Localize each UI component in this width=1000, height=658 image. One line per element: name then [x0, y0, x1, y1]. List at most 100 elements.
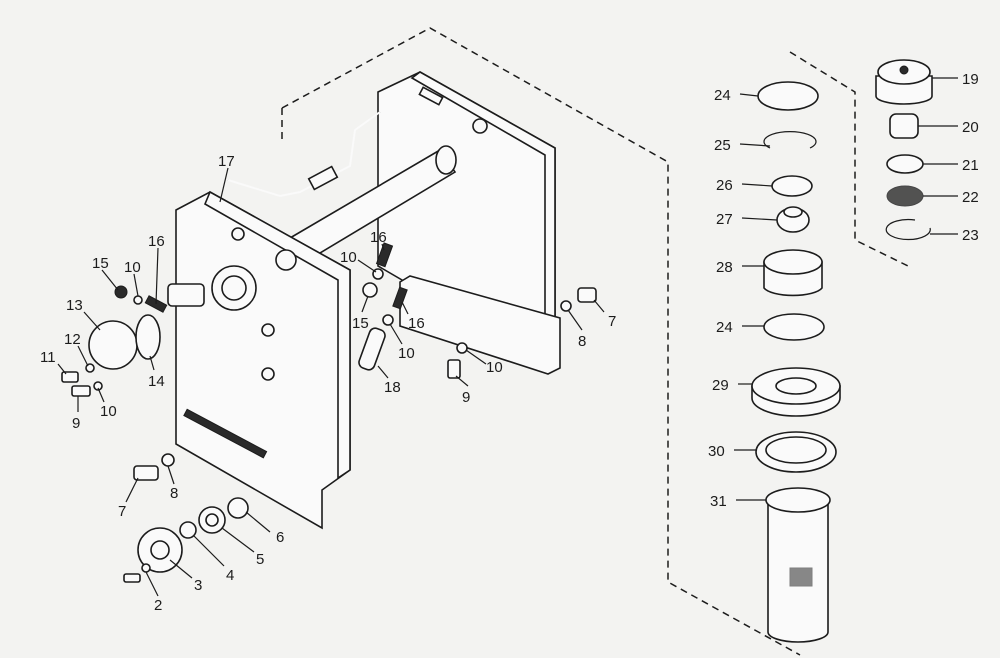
assembly-boundary-main: [281, 27, 801, 656]
leader-16-b: [381, 243, 385, 251]
callout-16-c: 16: [408, 315, 425, 332]
callout-14: 14: [148, 373, 165, 390]
cap-19: [875, 75, 933, 105]
sleeve-31-top: [765, 487, 831, 513]
callout-9-a: 9: [72, 415, 80, 432]
callout-15-a: 15: [92, 255, 109, 272]
stud-16-c: [392, 286, 408, 310]
seal-6: [227, 497, 249, 519]
callout-24-a: 24: [714, 87, 731, 104]
leader-8-b: [567, 309, 583, 331]
callout-10-c: 10: [340, 249, 357, 266]
middle-parts: [358, 242, 597, 379]
cylinder-stack: [751, 81, 841, 643]
washer-10-d: [382, 314, 394, 326]
washer-10-b: [93, 381, 103, 391]
bearing-boss-bore: [221, 275, 247, 301]
leader-15-b: [361, 295, 369, 313]
plug-11: [61, 371, 79, 383]
screen-22: [886, 185, 924, 207]
leader-5: [221, 527, 255, 553]
seal-30-inner: [765, 436, 827, 464]
leader-lines: [57, 77, 958, 597]
leader-16-c: [401, 301, 409, 315]
leader-15-a: [101, 269, 119, 291]
callout-18: 18: [384, 379, 401, 396]
shaft-tube-end: [435, 145, 457, 175]
circlip-25: [763, 131, 817, 149]
leader-11: [57, 363, 67, 375]
ring-24-mid: [763, 313, 825, 341]
callout-21: 21: [962, 157, 979, 174]
leader-7-a: [125, 477, 139, 503]
leader-10-c: [357, 259, 377, 273]
callout-8-b: 8: [578, 333, 586, 350]
ring-24-top: [757, 81, 819, 111]
callout-11: 11: [40, 349, 56, 366]
callout-9-b: 9: [462, 389, 470, 406]
nut-29-bore: [775, 377, 817, 395]
leader-12: [77, 345, 89, 367]
callout-7-a: 7: [118, 503, 126, 520]
cap-nut-15: [114, 285, 128, 299]
nut-15-b: [362, 282, 378, 298]
filler-port: [275, 249, 297, 271]
leader-4: [193, 535, 225, 567]
leader-2: [145, 571, 159, 597]
washer-2: [141, 563, 151, 573]
callout-31: 31: [710, 493, 727, 510]
leader-9-b: [455, 375, 469, 387]
pin-18: [358, 327, 386, 371]
bolt-9-b: [447, 359, 461, 379]
callout-19: 19: [962, 71, 979, 88]
assembly-boundary-filter: [789, 51, 909, 267]
leader-10-a: [133, 273, 139, 297]
valve-27-top: [783, 206, 803, 218]
washer-10-e: [456, 342, 468, 354]
leader-18: [377, 365, 389, 379]
gearbox-housing: [167, 71, 561, 530]
disc-26: [771, 175, 813, 197]
callout-20: 20: [962, 119, 979, 136]
bolt-7-a: [133, 465, 159, 481]
front-lug: [231, 227, 245, 241]
pipe-coupling: [307, 165, 339, 191]
port-1: [261, 323, 275, 337]
oil-pipe-inner: [227, 111, 381, 198]
gasket-14: [135, 314, 161, 360]
callout-23: 23: [962, 227, 979, 244]
callout-28: 28: [716, 259, 733, 276]
callout-16-b: 16: [370, 229, 387, 246]
filter-stack: [875, 59, 933, 241]
screw-2: [123, 573, 141, 583]
callout-4: 4: [226, 567, 234, 584]
callout-25: 25: [714, 137, 731, 154]
callout-3: 3: [194, 577, 202, 594]
callout-17: 17: [218, 153, 235, 170]
leader-10-e: [465, 349, 487, 365]
leader-3: [169, 559, 193, 579]
oil-pipe: [227, 111, 381, 197]
washer-8-a: [161, 453, 175, 467]
washer-10-a: [133, 295, 143, 305]
callout-labels: 17 16 15 10 13 12 11 10 9 14 7 8 6 5 4 3…: [40, 71, 979, 614]
callout-16-a: 16: [148, 233, 165, 250]
leader-17: [219, 167, 229, 203]
rear-lug: [472, 118, 488, 134]
cover-13: [88, 320, 138, 370]
housing-bottom-rail: [183, 408, 268, 459]
leader-10-b: [97, 387, 105, 403]
leader-6: [245, 511, 271, 533]
bolt-7-b: [577, 287, 597, 303]
callout-26: 26: [716, 177, 733, 194]
callout-27: 27: [716, 211, 733, 228]
body-28-top: [763, 249, 823, 275]
callout-13: 13: [66, 297, 83, 314]
callout-8-a: 8: [170, 485, 178, 502]
leader-26: [741, 183, 773, 187]
port-2: [261, 367, 275, 381]
leader-16-a: [155, 247, 159, 305]
leader-8-a: [167, 465, 175, 485]
callout-10-d: 10: [398, 345, 415, 362]
